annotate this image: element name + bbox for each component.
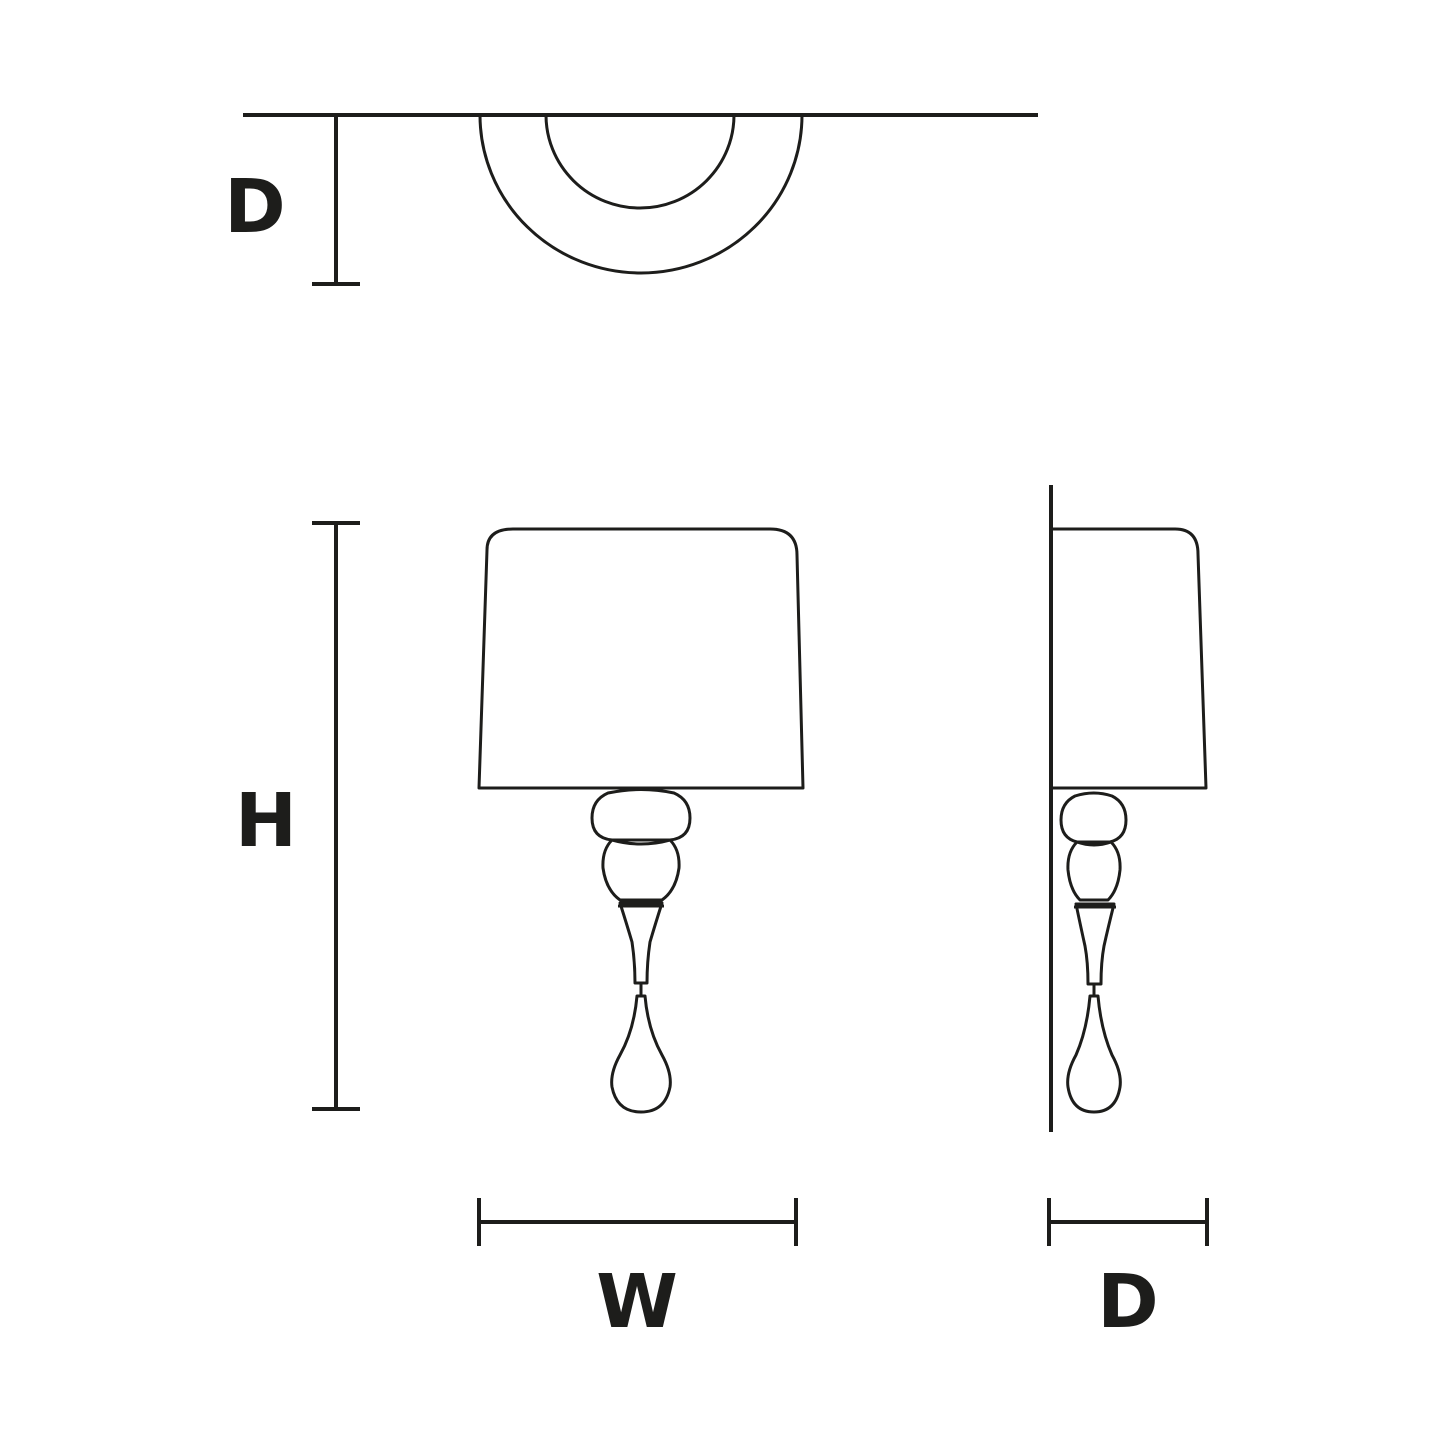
front-ornament-cone xyxy=(618,901,664,985)
side-ornament xyxy=(1059,791,1128,1114)
front-ornament-lower-bulb xyxy=(601,838,681,902)
top-depth-dimension xyxy=(312,115,360,286)
side-view xyxy=(1049,485,1208,1132)
height-dimension xyxy=(312,521,360,1111)
side-ornament-cone xyxy=(1074,902,1116,986)
front-lampshade xyxy=(477,527,805,790)
width-label: W xyxy=(596,1259,678,1345)
front-view xyxy=(477,527,805,1114)
front-ornament-upper-bulb xyxy=(590,788,692,842)
side-ornament-lower-bulb xyxy=(1066,840,1122,902)
side-depth-dimension xyxy=(1047,1198,1209,1246)
front-drop-pendant xyxy=(610,994,672,1114)
side-lampshade xyxy=(1053,527,1208,790)
side-ornament-upper-bulb xyxy=(1059,791,1128,844)
width-dimension xyxy=(477,1198,798,1246)
side-depth-label: D xyxy=(1097,1259,1158,1345)
shade-outer-arc xyxy=(478,114,804,275)
top-view xyxy=(243,113,1038,275)
shade-inner-arc xyxy=(544,114,736,210)
top-depth-label: D xyxy=(224,164,285,250)
front-ornament xyxy=(590,788,692,1114)
side-drop-pendant xyxy=(1066,994,1122,1114)
height-label: H xyxy=(235,778,297,864)
